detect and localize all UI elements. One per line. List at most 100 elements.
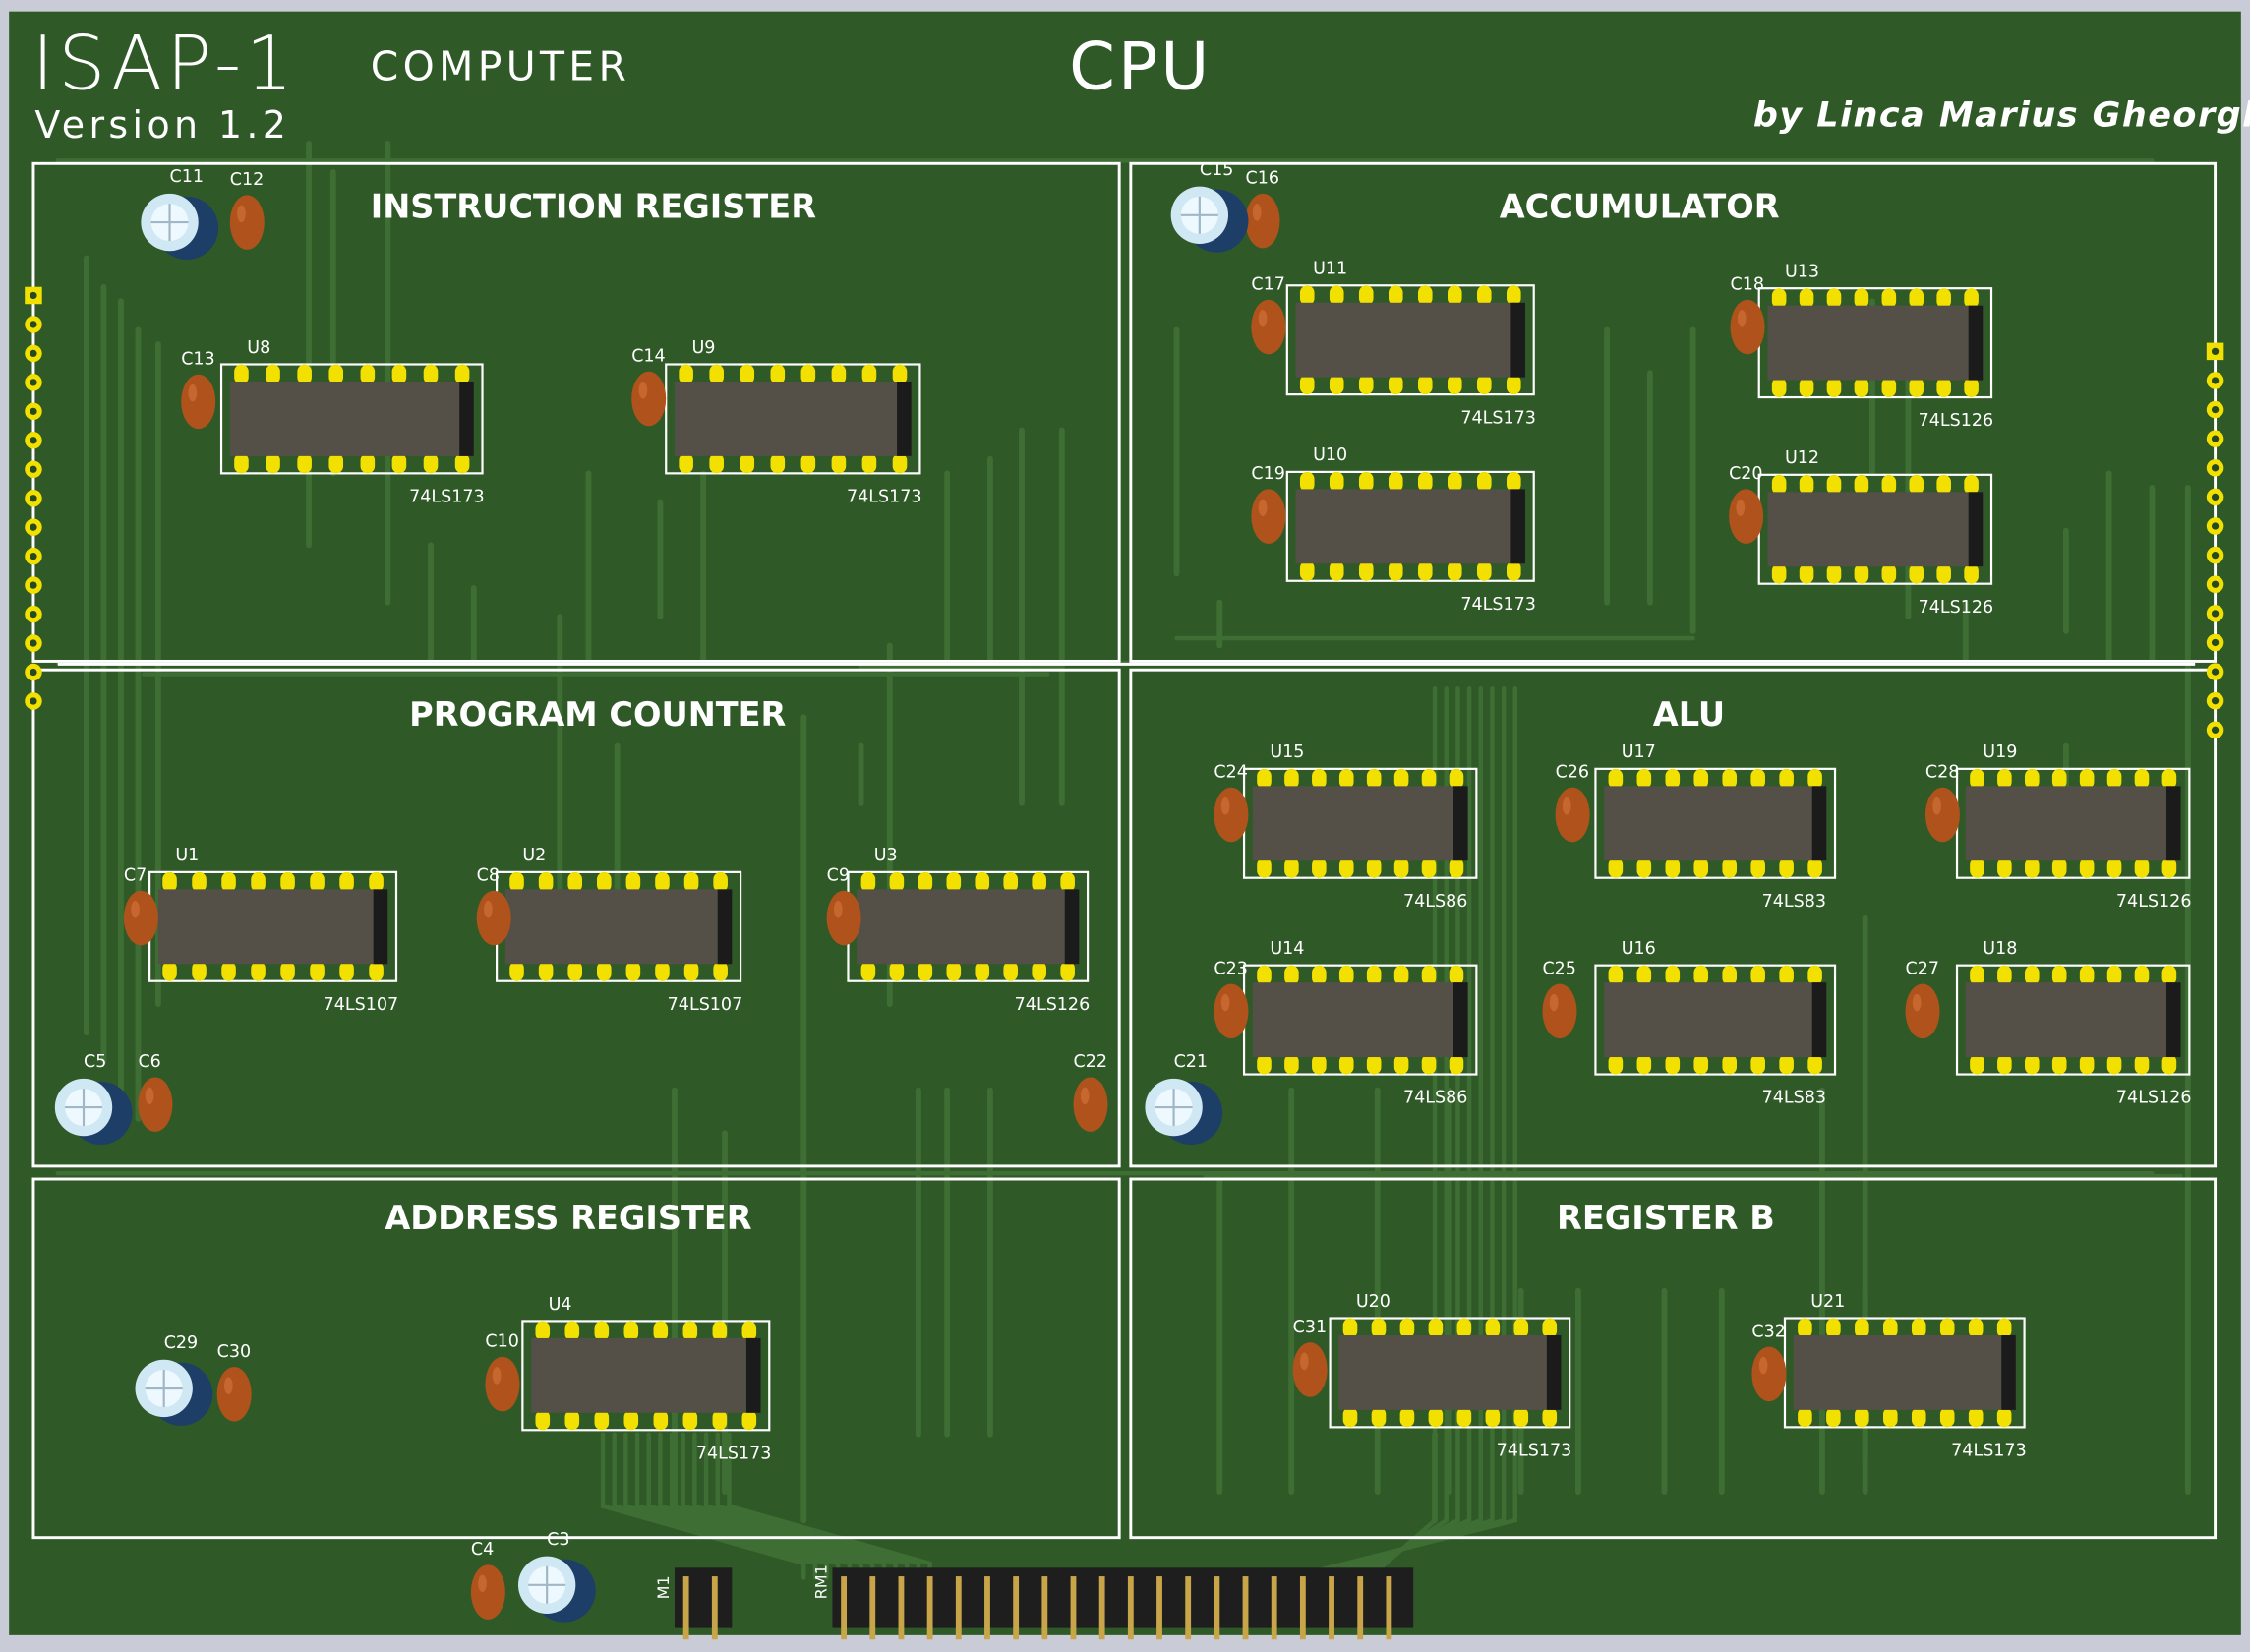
cap-ref: C14 — [631, 347, 666, 367]
chip-pin — [1312, 965, 1327, 986]
chip-pin — [1826, 1318, 1841, 1338]
cap-c14: C14 — [631, 347, 667, 427]
chip-pin — [454, 364, 470, 384]
chip-pin — [1665, 1054, 1681, 1075]
pin-hole — [2211, 697, 2220, 705]
chip-pin — [1060, 961, 1075, 981]
chip-pin — [740, 364, 755, 384]
panel-alu: ALU — [1129, 668, 2218, 1168]
edge-header-right — [2206, 342, 2224, 739]
chip-pin — [2106, 1054, 2122, 1075]
chip-pin — [1936, 288, 1951, 309]
connector-pin — [1041, 1576, 1048, 1640]
chip-pin — [1284, 1054, 1299, 1075]
pin-hole — [2211, 552, 2220, 560]
chip-pin — [1257, 768, 1272, 790]
chip-pin — [1997, 965, 2012, 986]
ceramic-capacitor — [1555, 787, 1590, 843]
chip-pin — [1936, 563, 1951, 584]
cap-highlight — [1562, 797, 1571, 815]
panel-border — [1129, 668, 2218, 1168]
chip-pin — [1032, 961, 1046, 981]
chip-pin — [1421, 768, 1437, 790]
chip-pin — [1750, 768, 1765, 790]
pin-hole — [2211, 668, 2220, 676]
cap-ref: C27 — [1906, 959, 1940, 978]
panel-instruction-register: INSTRUCTION REGISTER — [31, 161, 1121, 663]
connector-pin — [1070, 1576, 1077, 1640]
cap-c15: C15 — [1170, 160, 1249, 253]
cap-highlight — [833, 901, 843, 918]
chip-pin — [2106, 965, 2122, 986]
chip-notch — [1453, 982, 1468, 1058]
cap-ref: C12 — [230, 170, 265, 190]
chip-pin — [1456, 1406, 1472, 1428]
pin-hole — [30, 291, 37, 300]
chip-pin — [1449, 1054, 1464, 1075]
chip-part: 74LS173 — [696, 1444, 772, 1463]
chip-pin — [1421, 1054, 1437, 1075]
chip-body — [531, 1337, 761, 1413]
chip-ref: U21 — [1810, 1292, 1845, 1312]
cap-highlight — [492, 1367, 502, 1385]
chip-pin — [1881, 563, 1897, 584]
chip-pin — [1968, 1406, 1984, 1428]
ceramic-capacitor — [1073, 1077, 1108, 1132]
chip-pin — [1939, 1406, 1955, 1428]
chip-pin — [1358, 374, 1374, 395]
chip-body — [674, 382, 912, 456]
chip-notch — [1811, 982, 1827, 1058]
pin-hole — [30, 349, 37, 358]
chip-notch — [1968, 305, 1984, 381]
chip-pin — [1722, 857, 1738, 878]
cap-ref: C19 — [1251, 464, 1285, 484]
chip-outline — [665, 363, 921, 475]
cap-highlight — [1220, 993, 1230, 1012]
chip-ref: U10 — [1313, 445, 1347, 465]
panel-register-b: REGISTER B — [1129, 1177, 2218, 1540]
chip-pin — [2161, 768, 2177, 790]
cap-ref: C13 — [181, 349, 215, 369]
chip-pin — [234, 364, 249, 384]
ceramic-capacitor — [1251, 299, 1286, 355]
cap-highlight — [1912, 993, 1922, 1012]
chip-pin — [1312, 857, 1327, 878]
cap-ref: C11 — [170, 167, 205, 187]
cap-ref: C25 — [1542, 959, 1576, 978]
chip-part: 74LS83 — [1762, 1089, 1826, 1108]
connector-pin — [984, 1576, 990, 1640]
cap-c10: C10 — [485, 1332, 520, 1412]
chip-pin — [535, 1321, 551, 1341]
chip-notch — [1510, 302, 1525, 378]
chip-pin — [1798, 1406, 1812, 1428]
chip-pin — [1997, 768, 2012, 790]
chip-pin — [280, 871, 295, 893]
chip-pin — [597, 961, 612, 981]
chip-pin — [860, 871, 876, 893]
chip-pin — [1970, 857, 1984, 878]
panel-address-register: ADDRESS REGISTER — [31, 1177, 1121, 1540]
chip-pin — [1771, 288, 1787, 309]
chip-notch — [1064, 889, 1080, 965]
chip-pin — [709, 364, 724, 384]
chip-pin — [1257, 965, 1272, 986]
chip-pin — [1449, 768, 1464, 790]
cap-ref: C30 — [217, 1342, 252, 1362]
chip-pin — [1476, 285, 1492, 306]
chip-pin — [594, 1409, 610, 1431]
cap-highlight — [223, 1377, 233, 1394]
cap-ref: C21 — [1174, 1052, 1209, 1072]
panel-title: PROGRAM COUNTER — [409, 695, 786, 734]
chip-pin — [1722, 768, 1738, 790]
cap-c28: C28 — [1924, 763, 1960, 843]
cap-c7: C7 — [123, 866, 158, 946]
chip-part: 74LS173 — [1497, 1442, 1572, 1461]
chip-pin — [1393, 768, 1409, 790]
chip-pin — [1456, 1318, 1472, 1338]
